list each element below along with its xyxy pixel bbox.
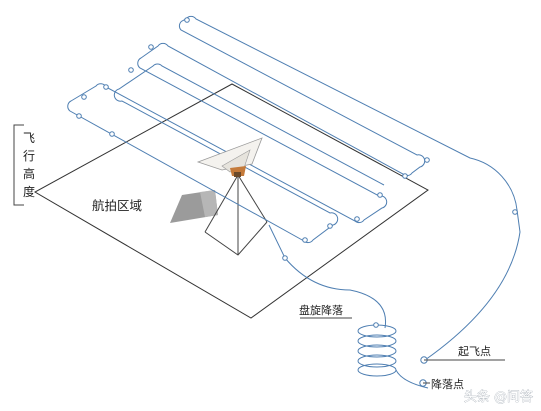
- spiral-descent-label: 盘旋降落: [299, 303, 343, 317]
- waypoint-marker: [354, 216, 360, 222]
- waypoint-marker: [512, 209, 518, 215]
- waypoint-marker: [302, 237, 308, 243]
- altitude-char-2: 行: [23, 149, 35, 163]
- altitude-char-3: 高: [23, 166, 35, 181]
- flight-route-icon: [67, 15, 521, 361]
- landing-point-label: 降落点: [431, 377, 464, 391]
- waypoint-marker: [128, 67, 134, 73]
- waypoint-marker: [184, 17, 190, 23]
- waypoint-marker: [148, 44, 154, 50]
- watermark-text: 头条 @问答: [464, 389, 533, 405]
- spiral-descent-icon: [357, 324, 429, 389]
- waypoint-marker: [81, 94, 87, 100]
- camera-footprint-pyramid-icon: [204, 174, 268, 256]
- waypoint-marker: [402, 173, 408, 179]
- takeoff-point-label: 起飞点: [458, 345, 491, 358]
- waypoint-marker: [282, 255, 288, 261]
- altitude-bracket-icon: [13, 124, 24, 206]
- survey-area-label: 航拍区域: [92, 198, 142, 213]
- waypoint-marker: [424, 157, 430, 163]
- waypoint-marker: [103, 84, 109, 90]
- survey-area-outline-icon: [33, 83, 429, 319]
- waypoint-marker: [377, 192, 383, 198]
- altitude-char-1: 飞: [23, 131, 35, 145]
- waypoint-marker: [327, 223, 333, 229]
- waypoint-marker-icon: [76, 17, 518, 387]
- waypoint-marker: [109, 131, 115, 137]
- drone-aircraft-icon: [196, 137, 263, 177]
- altitude-char-4: 度: [23, 184, 35, 199]
- waypoint-marker: [76, 113, 82, 119]
- ground-shadow-light: [200, 190, 218, 217]
- waypoint-marker: [373, 322, 379, 328]
